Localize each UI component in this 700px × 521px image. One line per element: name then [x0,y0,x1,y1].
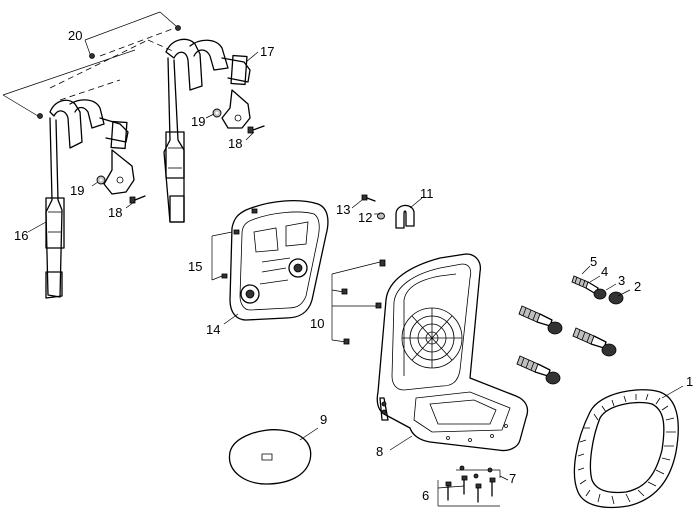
part-11-bracket [395,204,415,229]
callout-10: 10 [310,316,324,331]
part-20-reference-lines [2,11,177,117]
part-9-gasket [228,429,312,485]
parts-2-5-cylinder-group [516,275,624,385]
screw-20c [37,113,43,119]
callout-8: 8 [376,444,383,459]
callout-3: 3 [618,273,625,288]
callout-15: 15 [188,259,202,274]
part-17-right-shoulder-strap [163,38,251,223]
part-6-screws [437,475,500,507]
callout-4: 4 [601,264,608,279]
callout-18-upper: 18 [228,136,242,151]
callout-2: 2 [634,279,641,294]
callout-20: 20 [68,28,82,43]
part-7-washers [456,465,501,479]
screw-20b [89,53,95,59]
callout-labels: 1 2 3 4 5 6 7 8 9 10 11 12 13 14 15 16 1… [14,28,693,503]
bolt-18-lower [129,195,146,204]
callout-19-upper: 19 [191,114,205,129]
callout-16: 16 [14,228,28,243]
nut-19-upper [212,108,222,118]
callout-13: 13 [336,202,350,217]
part-14-back-plate [229,200,329,321]
callout-14: 14 [206,322,220,337]
part-12-washer [377,212,385,220]
nut-19-lower [96,175,106,185]
callout-18-lower: 18 [108,205,122,220]
part-16-left-shoulder-strap [45,99,135,299]
callout-19-lower: 19 [70,183,84,198]
callout-7: 7 [509,471,516,486]
callout-6: 6 [422,488,429,503]
part-1-shroud-ring [573,389,679,509]
callout-11: 11 [420,186,434,201]
part-10-screws [331,259,386,345]
part-8-main-frame [376,253,529,452]
screw-20a [175,25,181,31]
leader-lines [27,51,684,481]
screws-15 [211,208,258,281]
callout-1: 1 [686,374,693,389]
part-13-screw [361,194,376,202]
callout-17: 17 [260,44,274,59]
callout-12: 12 [358,210,372,225]
bolt-18-upper [247,125,265,134]
callout-5: 5 [590,254,597,269]
callout-9: 9 [320,412,327,427]
